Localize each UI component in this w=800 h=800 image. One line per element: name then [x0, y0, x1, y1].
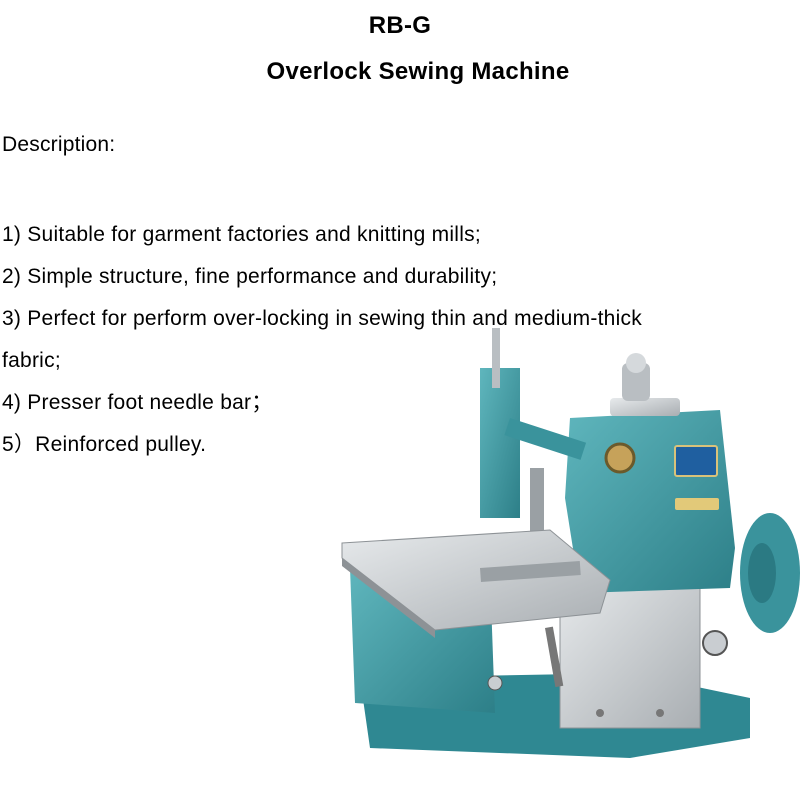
feature-item: 3) Perfect for perform over-locking in s… — [2, 307, 643, 330]
overlock-machine-image — [341, 328, 800, 758]
tension-post — [622, 363, 650, 401]
work-table-edge — [342, 558, 435, 638]
feature-item: 5）Reinforced pulley. — [2, 433, 207, 456]
lever — [545, 626, 564, 688]
screw — [596, 709, 604, 717]
feature-list: 1) Suitable for garment factories and kn… — [2, 214, 792, 466]
screw — [702, 630, 728, 656]
presser-arm — [504, 418, 587, 460]
feature-item: fabric; — [2, 349, 61, 372]
oil-window — [604, 442, 636, 474]
feature-item: 4) Presser foot needle bar； — [2, 391, 273, 414]
hand-wheel-hub — [748, 543, 776, 603]
feature-item: 1) Suitable for garment factories and kn… — [2, 223, 481, 246]
description-heading: Description: — [2, 133, 116, 156]
product-subtitle: Overlock Sewing Machine — [266, 58, 570, 85]
thread-guide — [530, 468, 544, 538]
feature-item: 2) Simple structure, fine performance an… — [2, 265, 498, 288]
model-plate — [675, 498, 719, 510]
screw — [487, 675, 503, 691]
needle-plate — [480, 561, 581, 582]
brand-plate — [674, 445, 718, 477]
screw — [656, 709, 664, 717]
needle-bar-housing — [480, 368, 520, 518]
tension-top — [626, 353, 646, 373]
tension-base — [610, 398, 680, 416]
product-title: RB-G — [368, 12, 432, 39]
needle-bar — [492, 328, 500, 388]
